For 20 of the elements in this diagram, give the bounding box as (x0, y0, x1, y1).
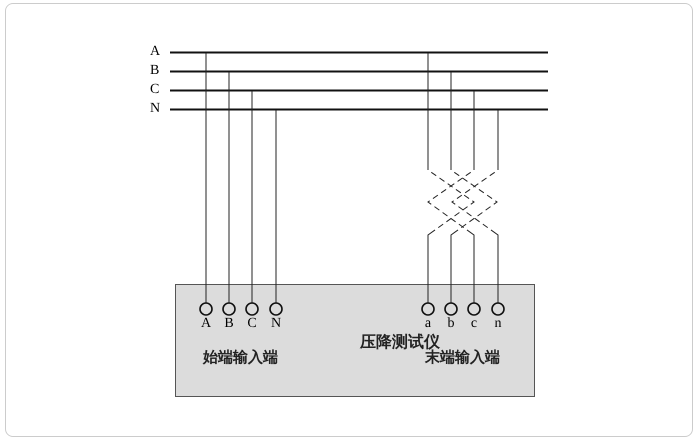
terminal-label: n (494, 316, 502, 332)
phase-label: A (150, 43, 160, 61)
terminal-label: B (223, 316, 235, 332)
wire (427, 90, 474, 304)
terminal-label: c (470, 316, 478, 332)
terminal-label: a (424, 316, 432, 332)
phase-label: B (150, 62, 160, 80)
input-group-label: 始端输入端 (203, 348, 278, 367)
phase-label: N (150, 100, 160, 118)
terminal-label: A (200, 316, 212, 332)
input-group-label: 末端输入端 (425, 349, 500, 367)
phase-label: C (150, 81, 160, 99)
terminal-label: C (246, 316, 258, 332)
device-title: 压降测试仪 (360, 332, 440, 351)
wire (228, 72, 230, 304)
wire (450, 72, 498, 304)
terminal-label: b (446, 316, 456, 332)
terminal-label: N (270, 316, 282, 332)
wire (428, 52, 475, 304)
wire (451, 110, 498, 304)
